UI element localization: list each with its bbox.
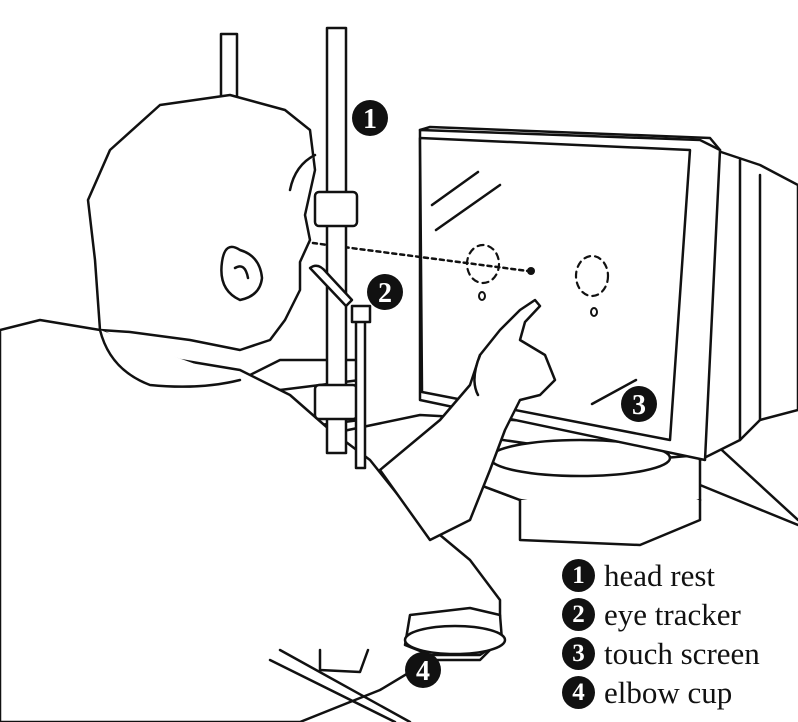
legend-number-2: 2 (562, 598, 595, 631)
monitor-housing (698, 143, 798, 462)
marker-4: 4 (405, 652, 441, 688)
svg-text:4: 4 (416, 656, 430, 687)
legend-number-1: 1 (562, 559, 595, 592)
legend-number-3: 3 (562, 637, 595, 670)
eye-tracker (308, 264, 372, 470)
gaze-line (303, 240, 530, 273)
svg-text:1: 1 (363, 104, 377, 135)
svg-text:2: 2 (378, 278, 392, 309)
marker-2: 2 (367, 274, 403, 310)
legend-item-touch-screen: 3 touch screen (562, 634, 760, 673)
elbow-cup (318, 606, 507, 674)
head-rest-pole (313, 26, 359, 455)
legend-label-touch-screen: touch screen (604, 635, 760, 671)
svg-text:3: 3 (632, 390, 646, 421)
legend-item-eye-tracker: 2 eye tracker (562, 595, 760, 634)
marker-1: 1 (352, 100, 388, 136)
lower-table (268, 648, 412, 722)
marker-3: 3 (621, 386, 657, 422)
legend-item-head-rest: 1 head rest (562, 556, 760, 595)
gaze-point (527, 267, 535, 275)
legend-number-4: 4 (562, 676, 595, 709)
legend-item-elbow-cup: 4 elbow cup (562, 673, 760, 712)
target-dots (478, 291, 598, 317)
person-arm (378, 298, 557, 542)
legend-label-head-rest: head rest (604, 557, 716, 593)
legend-label-elbow-cup: elbow cup (604, 674, 733, 710)
person-head (86, 93, 317, 352)
target-right (574, 254, 610, 298)
legend: 1 head rest 2 eye tracker 3 touch screen… (562, 556, 760, 712)
legend-label-eye-tracker: eye tracker (604, 596, 741, 632)
